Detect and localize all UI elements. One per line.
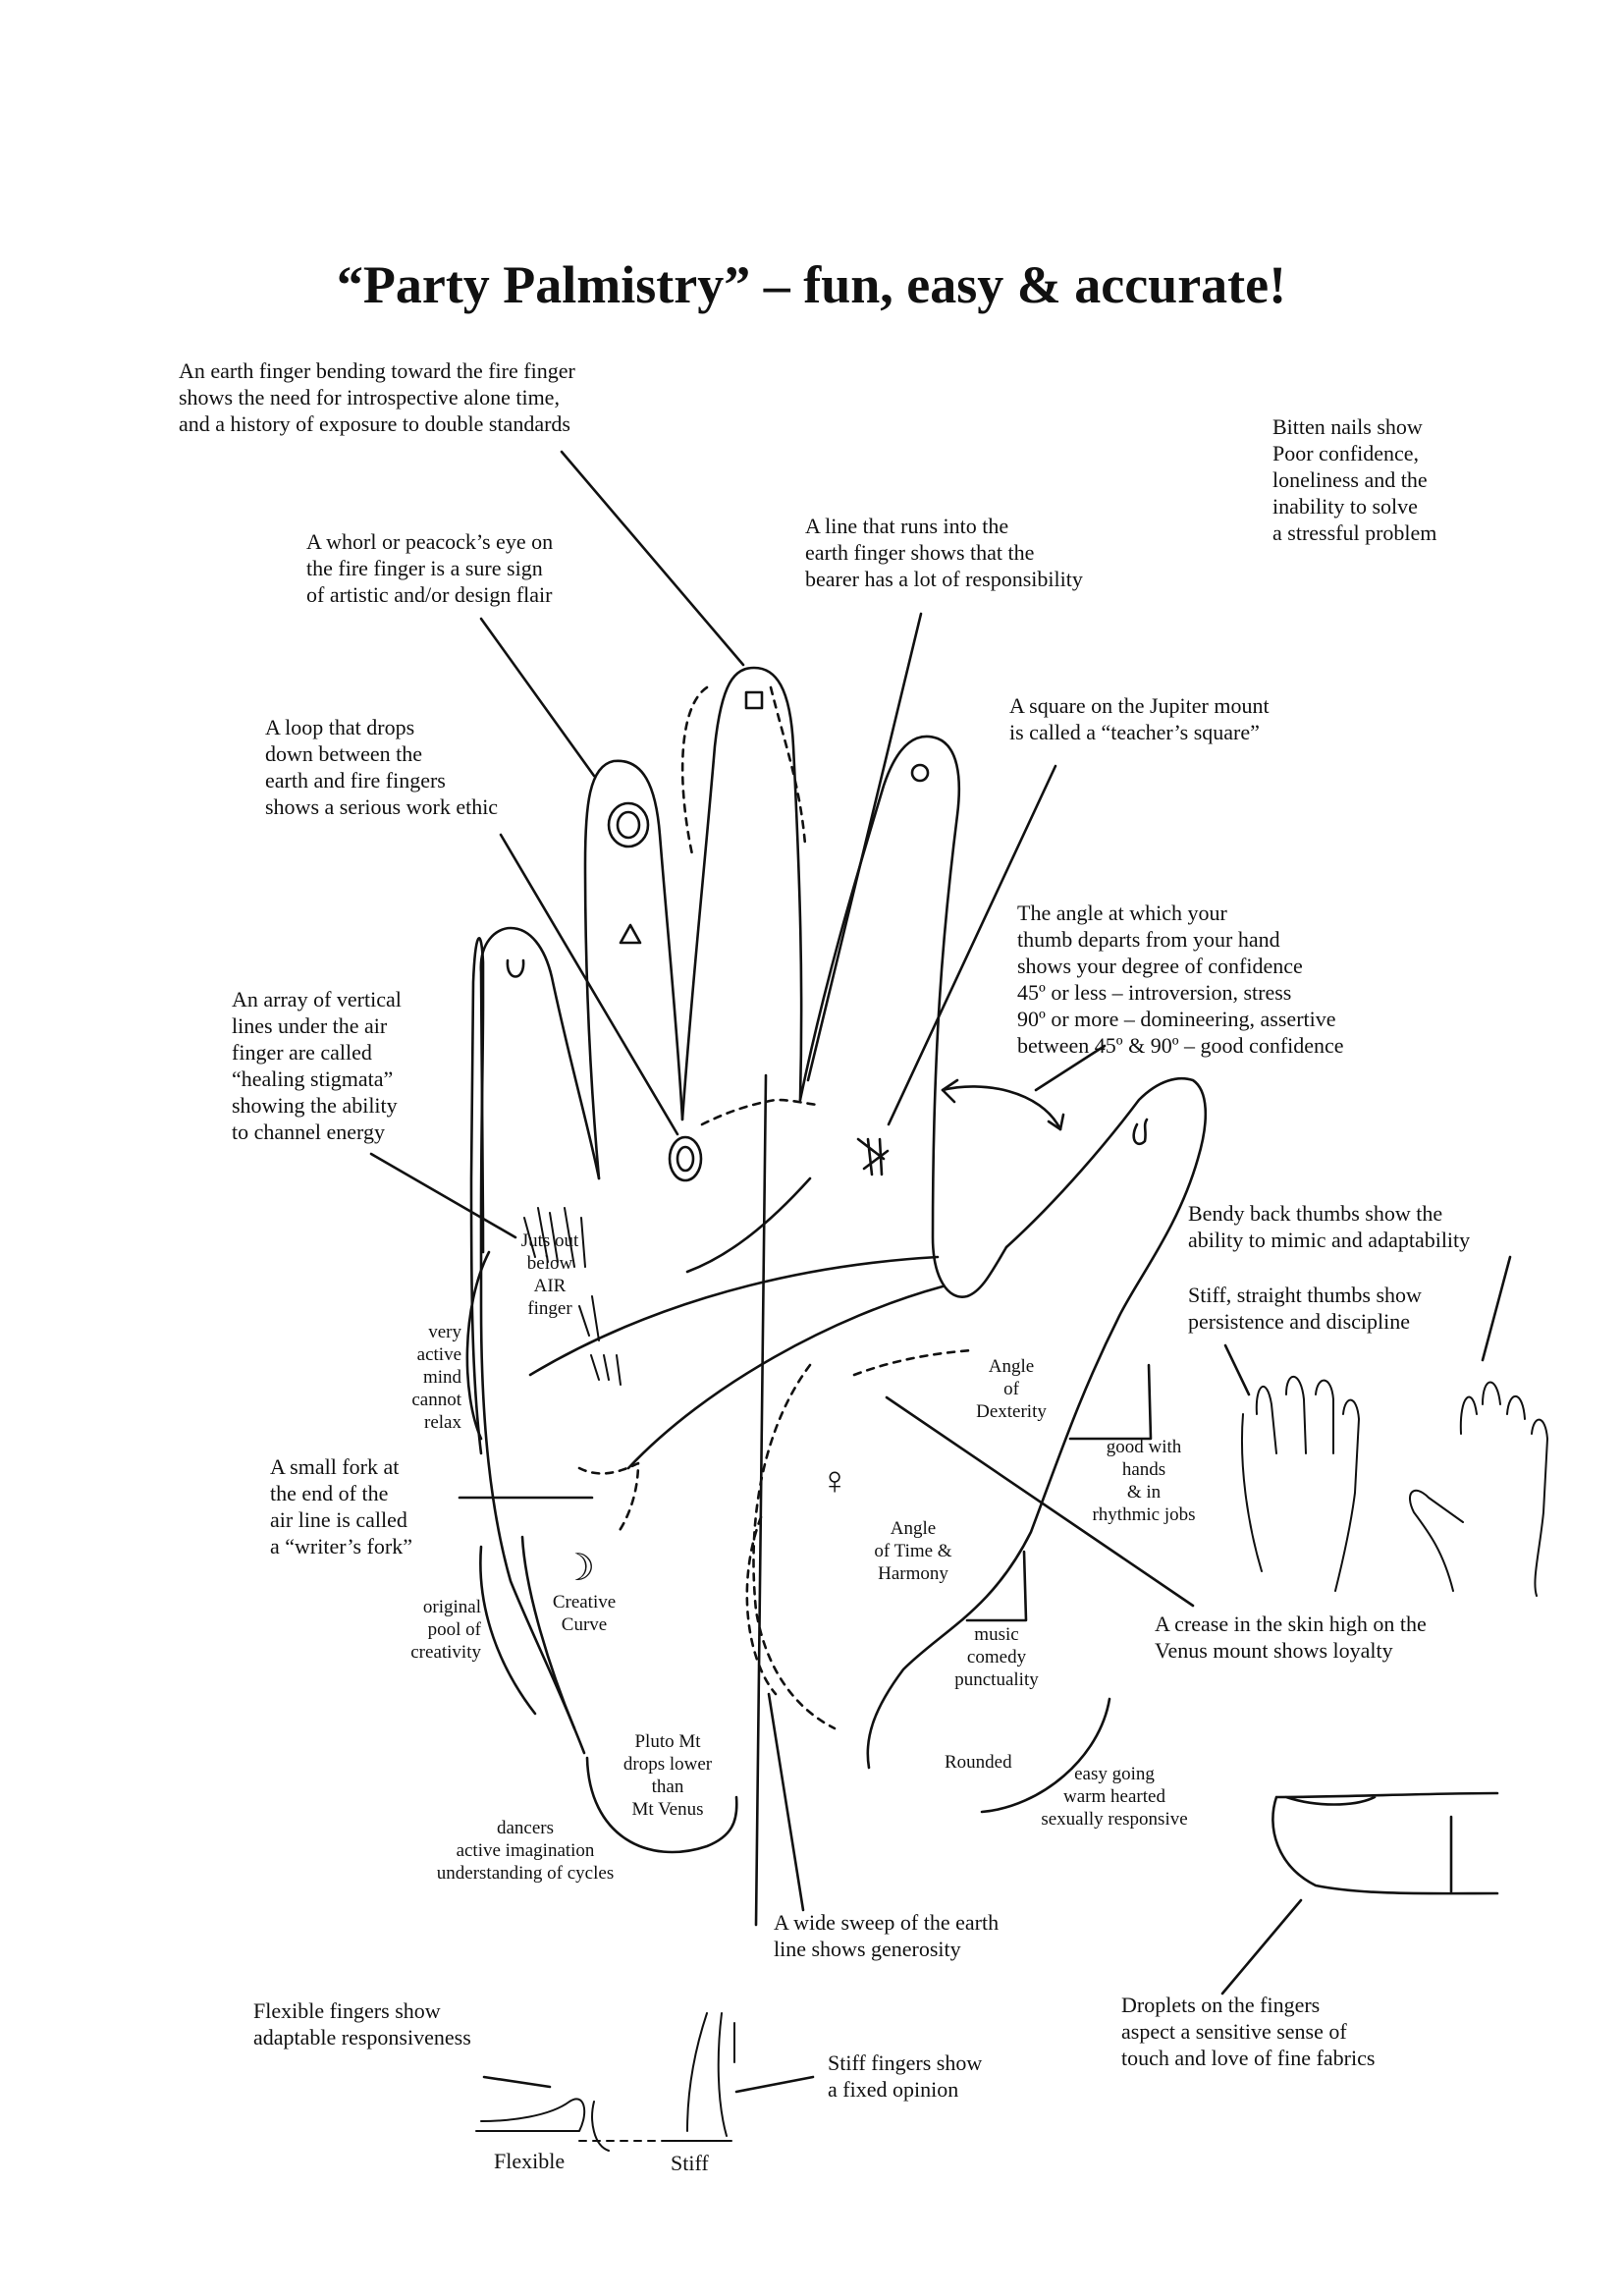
bendy-thumb-hand	[1240, 1375, 1360, 1592]
label-music: music comedy punctuality	[954, 1624, 1039, 1690]
note-line-earth: A line that runs into the earth finger s…	[805, 514, 1083, 591]
water-finger-outline	[798, 735, 1008, 1298]
bracket-original-pool	[479, 1545, 537, 1716]
earth-finger-outline	[680, 666, 803, 1121]
flexible-finger	[475, 2098, 610, 2152]
bracket-active-mind	[465, 1250, 491, 1441]
label-easy-going: easy going warm hearted sexually respons…	[1041, 1764, 1188, 1830]
leader-venus-crease	[885, 1395, 1195, 1608]
whorl-inner	[616, 810, 641, 840]
thumb-angle-arc	[941, 1085, 1062, 1131]
thumb-angle-arrowheads	[941, 1078, 1065, 1131]
venus-inner-dashed	[745, 1515, 778, 1696]
life-line	[626, 1285, 945, 1470]
label-good-with-hands: good with hands & in rhythmic jobs	[1092, 1437, 1196, 1525]
note-stiff-fingers: Stiff fingers show a fixed opinion	[828, 2050, 983, 2102]
leader-whorl	[479, 617, 596, 778]
leader-loop	[499, 833, 679, 1136]
label-stiff: Stiff	[671, 2151, 709, 2175]
label-flexible: Flexible	[494, 2149, 566, 2173]
leader-jupiter	[887, 764, 1057, 1126]
leader-stiff-fingers	[734, 2075, 815, 2094]
stiff-finger	[667, 2012, 735, 2142]
note-droplets: Droplets on the fingers aspect a sensiti…	[1121, 1993, 1376, 2070]
loop-dashed	[700, 1098, 822, 1126]
note-earth-bend: An earth finger bending toward the fire …	[179, 358, 575, 436]
leader-thumb-angle	[1034, 1044, 1107, 1092]
triangle-symbol	[619, 923, 642, 945]
loop-inner	[676, 1145, 695, 1173]
bracket-creative-curve	[520, 1535, 576, 1730]
droplet-symbol	[1132, 1118, 1149, 1146]
note-bitten-nails: Bitten nails show Poor confidence, lonel…	[1272, 414, 1437, 545]
label-dancers: dancers active imagination understanding…	[436, 1818, 615, 1884]
venus-line-dashed	[752, 1363, 837, 1730]
leader-stiff	[1223, 1343, 1251, 1396]
label-pluto: Pluto Mt drops lower than Mt Venus	[622, 1731, 713, 1820]
label-creative-curve: Creative Curve	[552, 1592, 617, 1635]
label-very-active: very active mind cannot relax	[411, 1322, 461, 1433]
venus-symbol: ♀	[820, 1458, 849, 1503]
leader-flexible	[482, 2075, 552, 2089]
leader-line-earth	[806, 612, 923, 1082]
bracket-pluto	[585, 1756, 738, 1854]
label-juts-out: Juts out below AIR finger	[520, 1230, 579, 1319]
square-symbol	[744, 690, 764, 710]
leader-stigmata	[369, 1152, 517, 1239]
note-jupiter-square: A square on the Jupiter mount is called …	[1009, 693, 1270, 744]
loop-symbol	[668, 1135, 703, 1182]
note-flexible-fingers: Flexible fingers show adaptable responsi…	[253, 1998, 471, 2050]
jupiter-square-symbol	[856, 1137, 890, 1176]
venus-crease-dashed	[852, 1348, 974, 1377]
label-rounded: Rounded	[945, 1752, 1012, 1773]
earth-bend-dashed	[680, 685, 709, 856]
leader-earth-bend	[560, 450, 745, 667]
circle-symbol	[910, 763, 930, 783]
fork-dashed	[577, 1461, 640, 1534]
note-bendy-thumbs: Bendy back thumbs show the ability to mi…	[1188, 1201, 1471, 1252]
note-whorl: A whorl or peacock’s eye on the fire fin…	[306, 529, 554, 607]
note-thumb-angle: The angle at which your thumb departs fr…	[1017, 901, 1344, 1058]
earth-line	[754, 1073, 768, 1927]
leader-droplets	[1220, 1898, 1303, 1995]
page-title: “Party Palmistry” – fun, easy & accurate…	[336, 255, 1287, 315]
droplet-finger	[1271, 1791, 1499, 1895]
small-cup-symbol	[506, 958, 525, 978]
heart-line	[685, 1176, 812, 1274]
note-loop: A loop that drops down between the earth…	[265, 715, 499, 819]
moon-symbol: ☽	[562, 1548, 596, 1589]
water-dash	[769, 685, 807, 847]
air-finger-outline	[479, 926, 601, 1254]
whorl-symbol	[607, 801, 650, 848]
label-original-pool: original pool of creativity	[410, 1597, 481, 1663]
leader-earth-sweep	[767, 1692, 805, 1912]
label-angle-time: Angle of Time & Harmony	[874, 1518, 952, 1584]
note-stiff-thumbs: Stiff, straight thumbs show persistence …	[1188, 1283, 1422, 1334]
note-earth-sweep: A wide sweep of the earth line shows gen…	[774, 1910, 1000, 1961]
angle-time-mark	[965, 1550, 1028, 1622]
note-healing-stigmata: An array of vertical lines under the air…	[232, 987, 402, 1144]
label-angle-dexterity: Angle of Dexterity	[976, 1356, 1047, 1422]
leader-bendy	[1481, 1255, 1512, 1362]
stigmata-lines	[523, 1207, 622, 1386]
bracket-rounded	[980, 1697, 1111, 1814]
angle-dexterity-mark	[1068, 1363, 1153, 1441]
note-venus-crease: A crease in the skin high on the Venus m…	[1155, 1612, 1427, 1663]
stiff-thumb-hand	[1409, 1381, 1548, 1597]
fire-finger-outline	[583, 759, 684, 1180]
thumb-outline	[866, 1076, 1208, 1770]
head-line	[528, 1255, 940, 1377]
note-writers-fork: A small fork at the end of the air line …	[270, 1454, 412, 1558]
